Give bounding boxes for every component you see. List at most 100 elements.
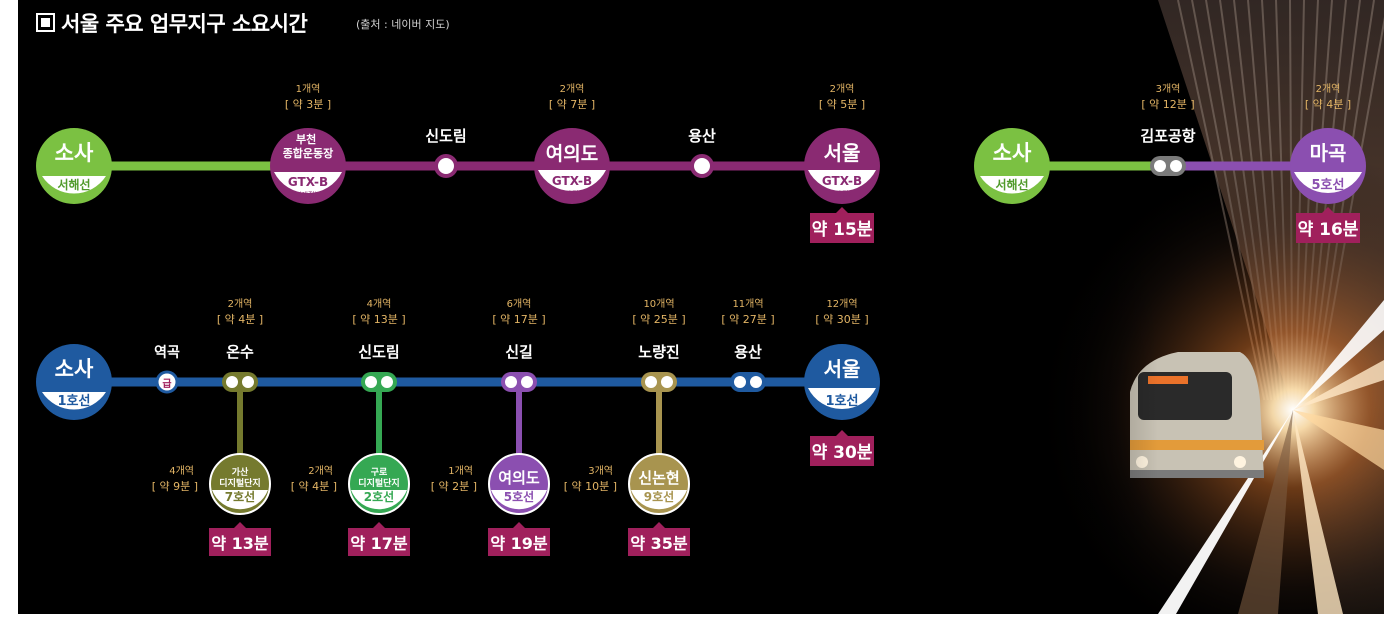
square-bullet-icon	[36, 13, 55, 32]
station-name: 여의도	[546, 143, 598, 165]
station-count: 1개역	[296, 83, 321, 95]
station-count: 2개역	[560, 83, 585, 95]
total-time-badge: 약 30분	[810, 430, 874, 466]
svg-text:약 15분: 약 15분	[812, 219, 873, 240]
station-yeokgok[interactable]: 역곡 급	[154, 344, 180, 394]
station-sosa-line1[interactable]: 소사 1호선	[36, 344, 112, 420]
branch-time: [ 약 4분 ]	[291, 479, 337, 493]
station-name: 서울	[824, 357, 861, 381]
svg-text:약 13분: 약 13분	[211, 534, 269, 553]
station-line: GTX-B	[822, 174, 862, 188]
station-time: [ 약 4분 ]	[217, 312, 263, 326]
station-seoul-gtx[interactable]: 2개역 [ 약 5분 ] 서울 GTX-B (예정)	[804, 83, 880, 204]
station-name: 용산	[734, 343, 762, 361]
station-yongsan[interactable]: 용산	[688, 127, 716, 178]
station-line: 5호선	[1312, 177, 1345, 193]
branch-count: 4개역	[169, 465, 194, 477]
branch-line: 9호선	[644, 489, 674, 504]
station-time: [ 약 7분 ]	[549, 97, 595, 111]
subway-tunnel-photo	[918, 0, 1384, 614]
station-count: 10개역	[643, 298, 674, 310]
station-name: 소사	[993, 141, 1032, 165]
branch-total-badge: 약 17분	[348, 522, 410, 556]
station-name: 신도림	[358, 343, 399, 361]
station-name: 김포공항	[1140, 127, 1195, 145]
station-time: [ 약 3분 ]	[285, 97, 331, 111]
station-note: (예정)	[299, 190, 318, 199]
station-onsu[interactable]: 2개역 [ 약 4분 ] 온수	[217, 298, 263, 392]
station-singil[interactable]: 6개역 [ 약 17분 ] 신길	[492, 298, 546, 392]
station-line: GTX-B	[552, 174, 592, 188]
station-magok[interactable]: 2개역 [ 약 4분 ] 마곡 5호선	[1290, 83, 1366, 204]
station-time: [ 약 17분 ]	[492, 312, 545, 326]
branch-count: 2개역	[308, 465, 333, 477]
branch-total-badge: 약 13분	[209, 522, 271, 556]
station-bucheon-stadium[interactable]: 1개역 [ 약 3분 ] 부천 종합운동장 GTX-B (예정)	[270, 83, 346, 204]
station-line: GTX-B	[288, 175, 328, 189]
svg-text:약 19분: 약 19분	[490, 534, 548, 553]
station-count: 2개역	[228, 298, 253, 310]
station-count: 11개역	[732, 298, 763, 310]
branch-count: 1개역	[448, 465, 473, 477]
route-seohae-to-magok: 소사 서해선 3개역 [ 약 12분 ] 김포공항 2개역 [ 약 4분 ] 마…	[974, 83, 1366, 243]
station-note: (예정)	[563, 189, 582, 198]
branch-line: 2호선	[364, 489, 394, 504]
branch-line: 7호선	[225, 489, 255, 504]
station-name: 소사	[55, 141, 94, 165]
station-sosa-seohae-2[interactable]: 소사 서해선	[974, 128, 1050, 204]
station-name: 마곡	[1310, 141, 1347, 165]
station-line: 1호선	[58, 393, 91, 409]
branch-total-badge: 약 19분	[488, 522, 550, 556]
station-count: 12개역	[826, 298, 857, 310]
train	[1130, 352, 1264, 478]
branch-count: 3개역	[588, 465, 613, 477]
station-line: 1호선	[826, 393, 859, 409]
route-line1-to-seoul: 소사 1호선 역곡 급 2개역 [ 약 4분 ] 온수 4개역 [ 약 13분 …	[36, 298, 880, 556]
station-note: (예정)	[833, 189, 852, 198]
branch-time: [ 약 10분 ]	[564, 479, 617, 493]
svg-text:약 16분: 약 16분	[1298, 219, 1359, 240]
station-gimpo-airport[interactable]: 3개역 [ 약 12분 ] 김포공항	[1140, 83, 1196, 176]
station-count: 3개역	[1156, 83, 1181, 95]
station-count: 2개역	[830, 83, 855, 95]
route-gtx-b-to-seoul: 소사 서해선 1개역 [ 약 3분 ] 부천 종합운동장 GTX-B (예정) …	[36, 83, 880, 243]
station-name: 소사	[55, 357, 94, 381]
station-yongsan-line1[interactable]: 11개역 [ 약 27분 ] 용산	[721, 298, 775, 392]
station-sindorim-line1[interactable]: 4개역 [ 약 13분 ] 신도림	[352, 298, 406, 392]
station-name: 신도림	[425, 127, 466, 145]
station-yeouido[interactable]: 2개역 [ 약 7분 ] 여의도 GTX-B (예정)	[534, 83, 610, 204]
svg-text:약 35분: 약 35분	[630, 534, 688, 553]
source-note: (출처 : 네이버 지도)	[356, 18, 450, 31]
branch-name: 신논현	[638, 469, 679, 487]
station-time: [ 약 27분 ]	[721, 312, 774, 326]
branch-name: 여의도	[498, 469, 540, 487]
station-seoul-line1[interactable]: 12개역 [ 약 30분 ] 서울 1호선	[804, 298, 880, 420]
station-sindorim[interactable]: 신도림	[425, 127, 467, 178]
station-name: 신길	[505, 343, 533, 361]
station-time: [ 약 5분 ]	[819, 97, 865, 111]
station-name: 온수	[226, 343, 254, 361]
branch-line: 5호선	[504, 489, 534, 504]
station-time: [ 약 12분 ]	[1141, 97, 1194, 111]
title-text: 서울 주요 업무지구 소요시간	[61, 12, 308, 36]
station-line: 서해선	[995, 177, 1028, 192]
station-name: 역곡	[154, 344, 180, 361]
station-name: 부천 종합운동장	[283, 132, 334, 160]
station-sosa-seohae[interactable]: 소사 서해선	[36, 128, 112, 204]
station-noryangjin[interactable]: 10개역 [ 약 25분 ] 노량진	[632, 298, 686, 392]
station-name: 서울	[824, 141, 861, 165]
total-time-badge: 약 15분	[810, 207, 874, 243]
station-time: [ 약 4분 ]	[1305, 97, 1351, 111]
station-count: 2개역	[1316, 83, 1341, 95]
station-line: 서해선	[57, 177, 90, 192]
total-time-badge: 약 16분	[1296, 207, 1360, 243]
station-name: 노량진	[638, 343, 679, 361]
